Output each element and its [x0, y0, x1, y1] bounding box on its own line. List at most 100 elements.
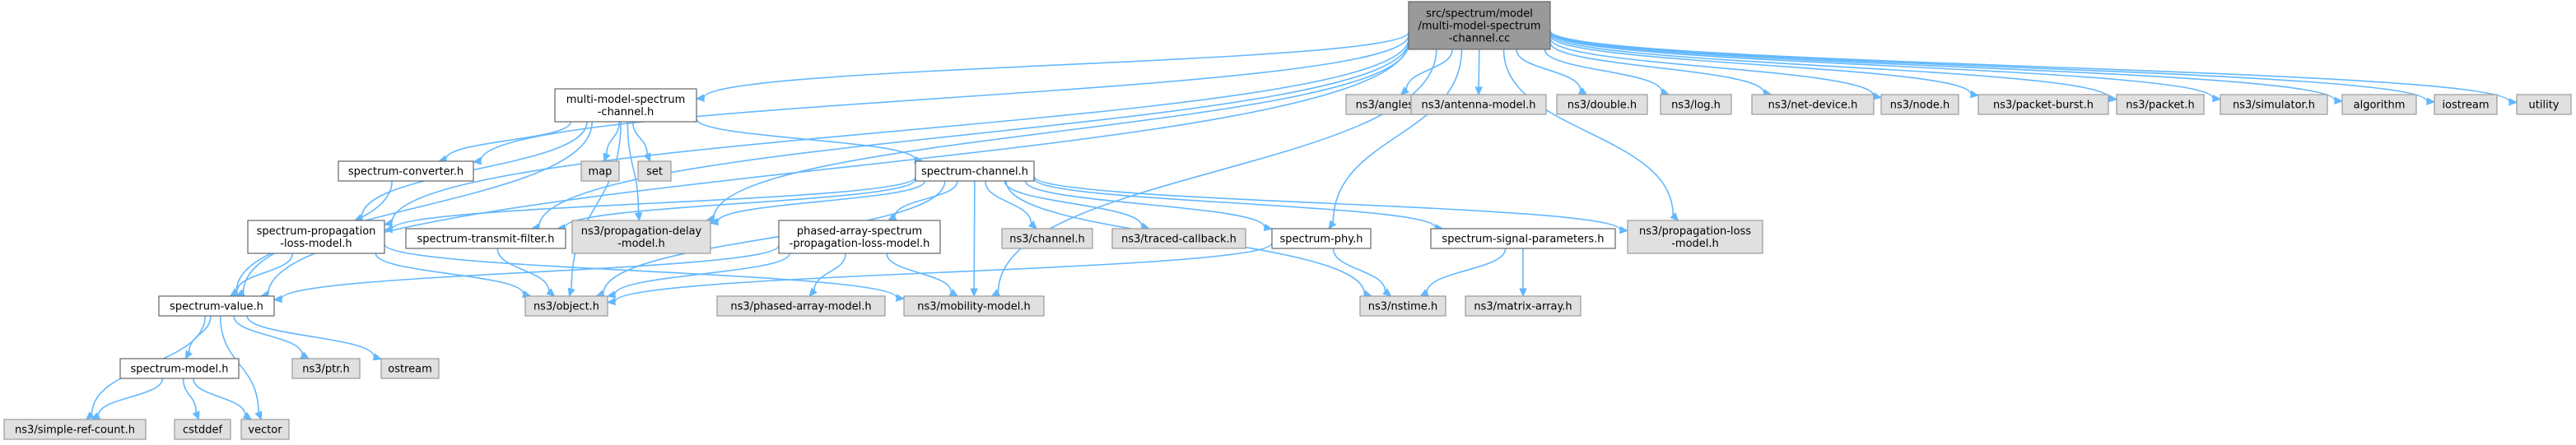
node-antenna-model-h[interactable]: ns3/antenna-model.h	[1410, 94, 1547, 115]
node-vector[interactable]: vector	[240, 419, 290, 440]
edge-proploss-to-value	[230, 253, 293, 297]
node-packet-burst-h[interactable]: ns3/packet-burst.h	[1977, 94, 2109, 115]
node-label-line: ns3/traced-callback.h	[1121, 234, 1237, 246]
node-spectrum-channel-h[interactable]: spectrum-channel.h	[915, 160, 1035, 182]
node-map[interactable]: map	[580, 160, 620, 182]
edge-root-to-proploss	[383, 38, 1409, 227]
node-label-line: src/spectrum/model	[1426, 8, 1533, 21]
edge-proploss-to-object	[375, 253, 532, 299]
node-label-line: ns3/object.h	[533, 301, 599, 313]
node-packet-h[interactable]: ns3/packet.h	[2116, 94, 2205, 115]
node-net-device-h[interactable]: ns3/net-device.h	[1751, 94, 1875, 115]
edge-root-to-algorithm	[1549, 31, 2344, 104]
node-propagation-delay-model-h[interactable]: ns3/propagation-delay-model.h	[571, 220, 711, 254]
node-label-line: spectrum-propagation	[257, 225, 376, 238]
edge-root-to-antenna	[1474, 49, 1483, 96]
node-utility[interactable]: utility	[2516, 94, 2572, 115]
edge-channel-to-phy	[1024, 180, 1274, 232]
node-label-line: utility	[2529, 100, 2560, 112]
edge-channel-to-proploss	[383, 176, 916, 234]
node-spectrum-converter-h[interactable]: spectrum-converter.h	[338, 160, 474, 182]
node-mobility-model-h[interactable]: ns3/mobility-model.h	[903, 295, 1045, 317]
edge-channel-to-ns3proploss	[1033, 175, 1629, 234]
node-label-line: ns3/packet.h	[2126, 100, 2195, 112]
edge-model-to-refcount	[91, 378, 164, 420]
edge-root-to-mobility	[990, 49, 1437, 297]
node-label-line: ns3/packet-burst.h	[1993, 100, 2094, 112]
edge-phy-to-nstime	[1332, 248, 1392, 297]
edge-pasp-to-phasedarray	[808, 253, 846, 297]
node-label-line: ns3/angles.h	[1356, 100, 1424, 112]
edge-root-to-simulator	[1549, 32, 2222, 103]
node-label-line: ns3/matrix-array.h	[1474, 301, 1572, 313]
node-traced-callback-h[interactable]: ns3/traced-callback.h	[1111, 228, 1246, 249]
node-log-h[interactable]: ns3/log.h	[1660, 94, 1732, 115]
edge-pasp-to-value	[273, 245, 780, 304]
edge-proploss-to-mobility	[384, 243, 906, 302]
edge-root-to-angles	[1400, 49, 1453, 95]
node-multi-model-spectrum-channel-h[interactable]: multi-model-spectrum-channel.h	[554, 88, 697, 123]
node-label-line: spectrum-transmit-filter.h	[417, 234, 554, 246]
node-label-line: -model.h	[1671, 238, 1719, 250]
node-set[interactable]: set	[637, 160, 672, 182]
node-spectrum-propagation-loss-model-h[interactable]: spectrum-propagation-loss-model.h	[247, 220, 385, 254]
edge-root-to-packet	[1549, 33, 2118, 103]
edge-root-to-node	[1549, 38, 1883, 100]
edge-sigparams-to-matrix	[1519, 248, 1527, 298]
edge-channel-to-mobility	[970, 180, 978, 298]
edge-value-to-model	[184, 315, 212, 360]
node-label-line: -propagation-loss-model.h	[790, 238, 930, 250]
node-label-line: set	[646, 166, 663, 178]
edge-mmsc_h-to-converter	[437, 121, 572, 163]
node-ns3-propagation-loss-model-h[interactable]: ns3/propagation-loss-model.h	[1627, 220, 1763, 254]
node-spectrum-signal-parameters-h[interactable]: spectrum-signal-parameters.h	[1430, 228, 1616, 249]
node-label-line: phased-array-spectrum	[797, 225, 922, 238]
node-spectrum-model-h[interactable]: spectrum-model.h	[119, 358, 240, 379]
edge-mmsc_h-to-propdelay	[627, 121, 643, 222]
node-cstddef[interactable]: cstddef	[174, 419, 231, 440]
node-label-line: -model.h	[617, 238, 665, 250]
node-label-line: ns3/propagation-delay	[581, 225, 702, 238]
node-spectrum-value-h[interactable]: spectrum-value.h	[158, 295, 275, 317]
node-label-line: ns3/antenna-model.h	[1422, 100, 1536, 112]
node-object-h[interactable]: ns3/object.h	[524, 295, 608, 317]
node-label-line: -channel.h	[598, 106, 654, 118]
edge-value-to-ptr	[233, 315, 310, 359]
node-simple-ref-count-h[interactable]: ns3/simple-ref-count.h	[3, 419, 147, 440]
node-phased-array-model-h[interactable]: ns3/phased-array-model.h	[716, 295, 886, 317]
node-label-line: spectrum-model.h	[130, 364, 228, 376]
node-label-line: spectrum-value.h	[170, 301, 263, 313]
node-label-line: ns3/node.h	[1890, 100, 1949, 112]
node-channel-h[interactable]: ns3/channel.h	[1001, 228, 1093, 249]
node-algorithm[interactable]: algorithm	[2341, 94, 2417, 115]
node-label-line: map	[589, 166, 613, 178]
node-label-line: algorithm	[2354, 100, 2406, 112]
edge-model-to-vector	[193, 378, 253, 420]
node-double-h[interactable]: ns3/double.h	[1556, 94, 1648, 115]
node-spectrum-phy-h[interactable]: spectrum-phy.h	[1271, 228, 1372, 249]
node-phased-array-spectrum-propagation-loss-model-h[interactable]: phased-array-spectrum-propagation-loss-m…	[778, 220, 941, 254]
node-node-h[interactable]: ns3/node.h	[1880, 94, 1959, 115]
node-label-line: ns3/channel.h	[1009, 234, 1084, 246]
node-label-line: ns3/phased-array-model.h	[730, 301, 871, 313]
node-simulator-h[interactable]: ns3/simulator.h	[2220, 94, 2328, 115]
edge-channel-to-sigparams	[1033, 178, 1444, 232]
edge-root-to-phy	[1328, 49, 1463, 229]
node-label-line: iostream	[2442, 100, 2489, 112]
edge-mmsc_h-to-set	[631, 121, 651, 163]
edge-phy-to-object	[606, 242, 1273, 306]
edge-sigparams-to-nstime	[1419, 248, 1507, 297]
node-spectrum-transmit-filter-h[interactable]: spectrum-transmit-filter.h	[405, 228, 566, 249]
node-nstime-h[interactable]: ns3/nstime.h	[1359, 295, 1446, 317]
edge-channel-to-pasp	[887, 180, 958, 221]
node-label-line: spectrum-channel.h	[921, 166, 1028, 178]
edge-root-to-propdelay	[706, 43, 1409, 223]
node-matrix-array-h[interactable]: ns3/matrix-array.h	[1465, 295, 1581, 317]
node-label-line: ns3/log.h	[1671, 100, 1721, 112]
node-ptr-h[interactable]: ns3/ptr.h	[291, 358, 361, 379]
node-label-line: ns3/simulator.h	[2233, 100, 2315, 112]
node-multi-model-spectrum-channel-cc[interactable]: src/spectrum/model/multi-model-spectrum-…	[1408, 1, 1551, 50]
node-iostream[interactable]: iostream	[2434, 94, 2498, 115]
node-label-line: ns3/mobility-model.h	[917, 301, 1030, 313]
node-ostream[interactable]: ostream	[380, 358, 440, 379]
